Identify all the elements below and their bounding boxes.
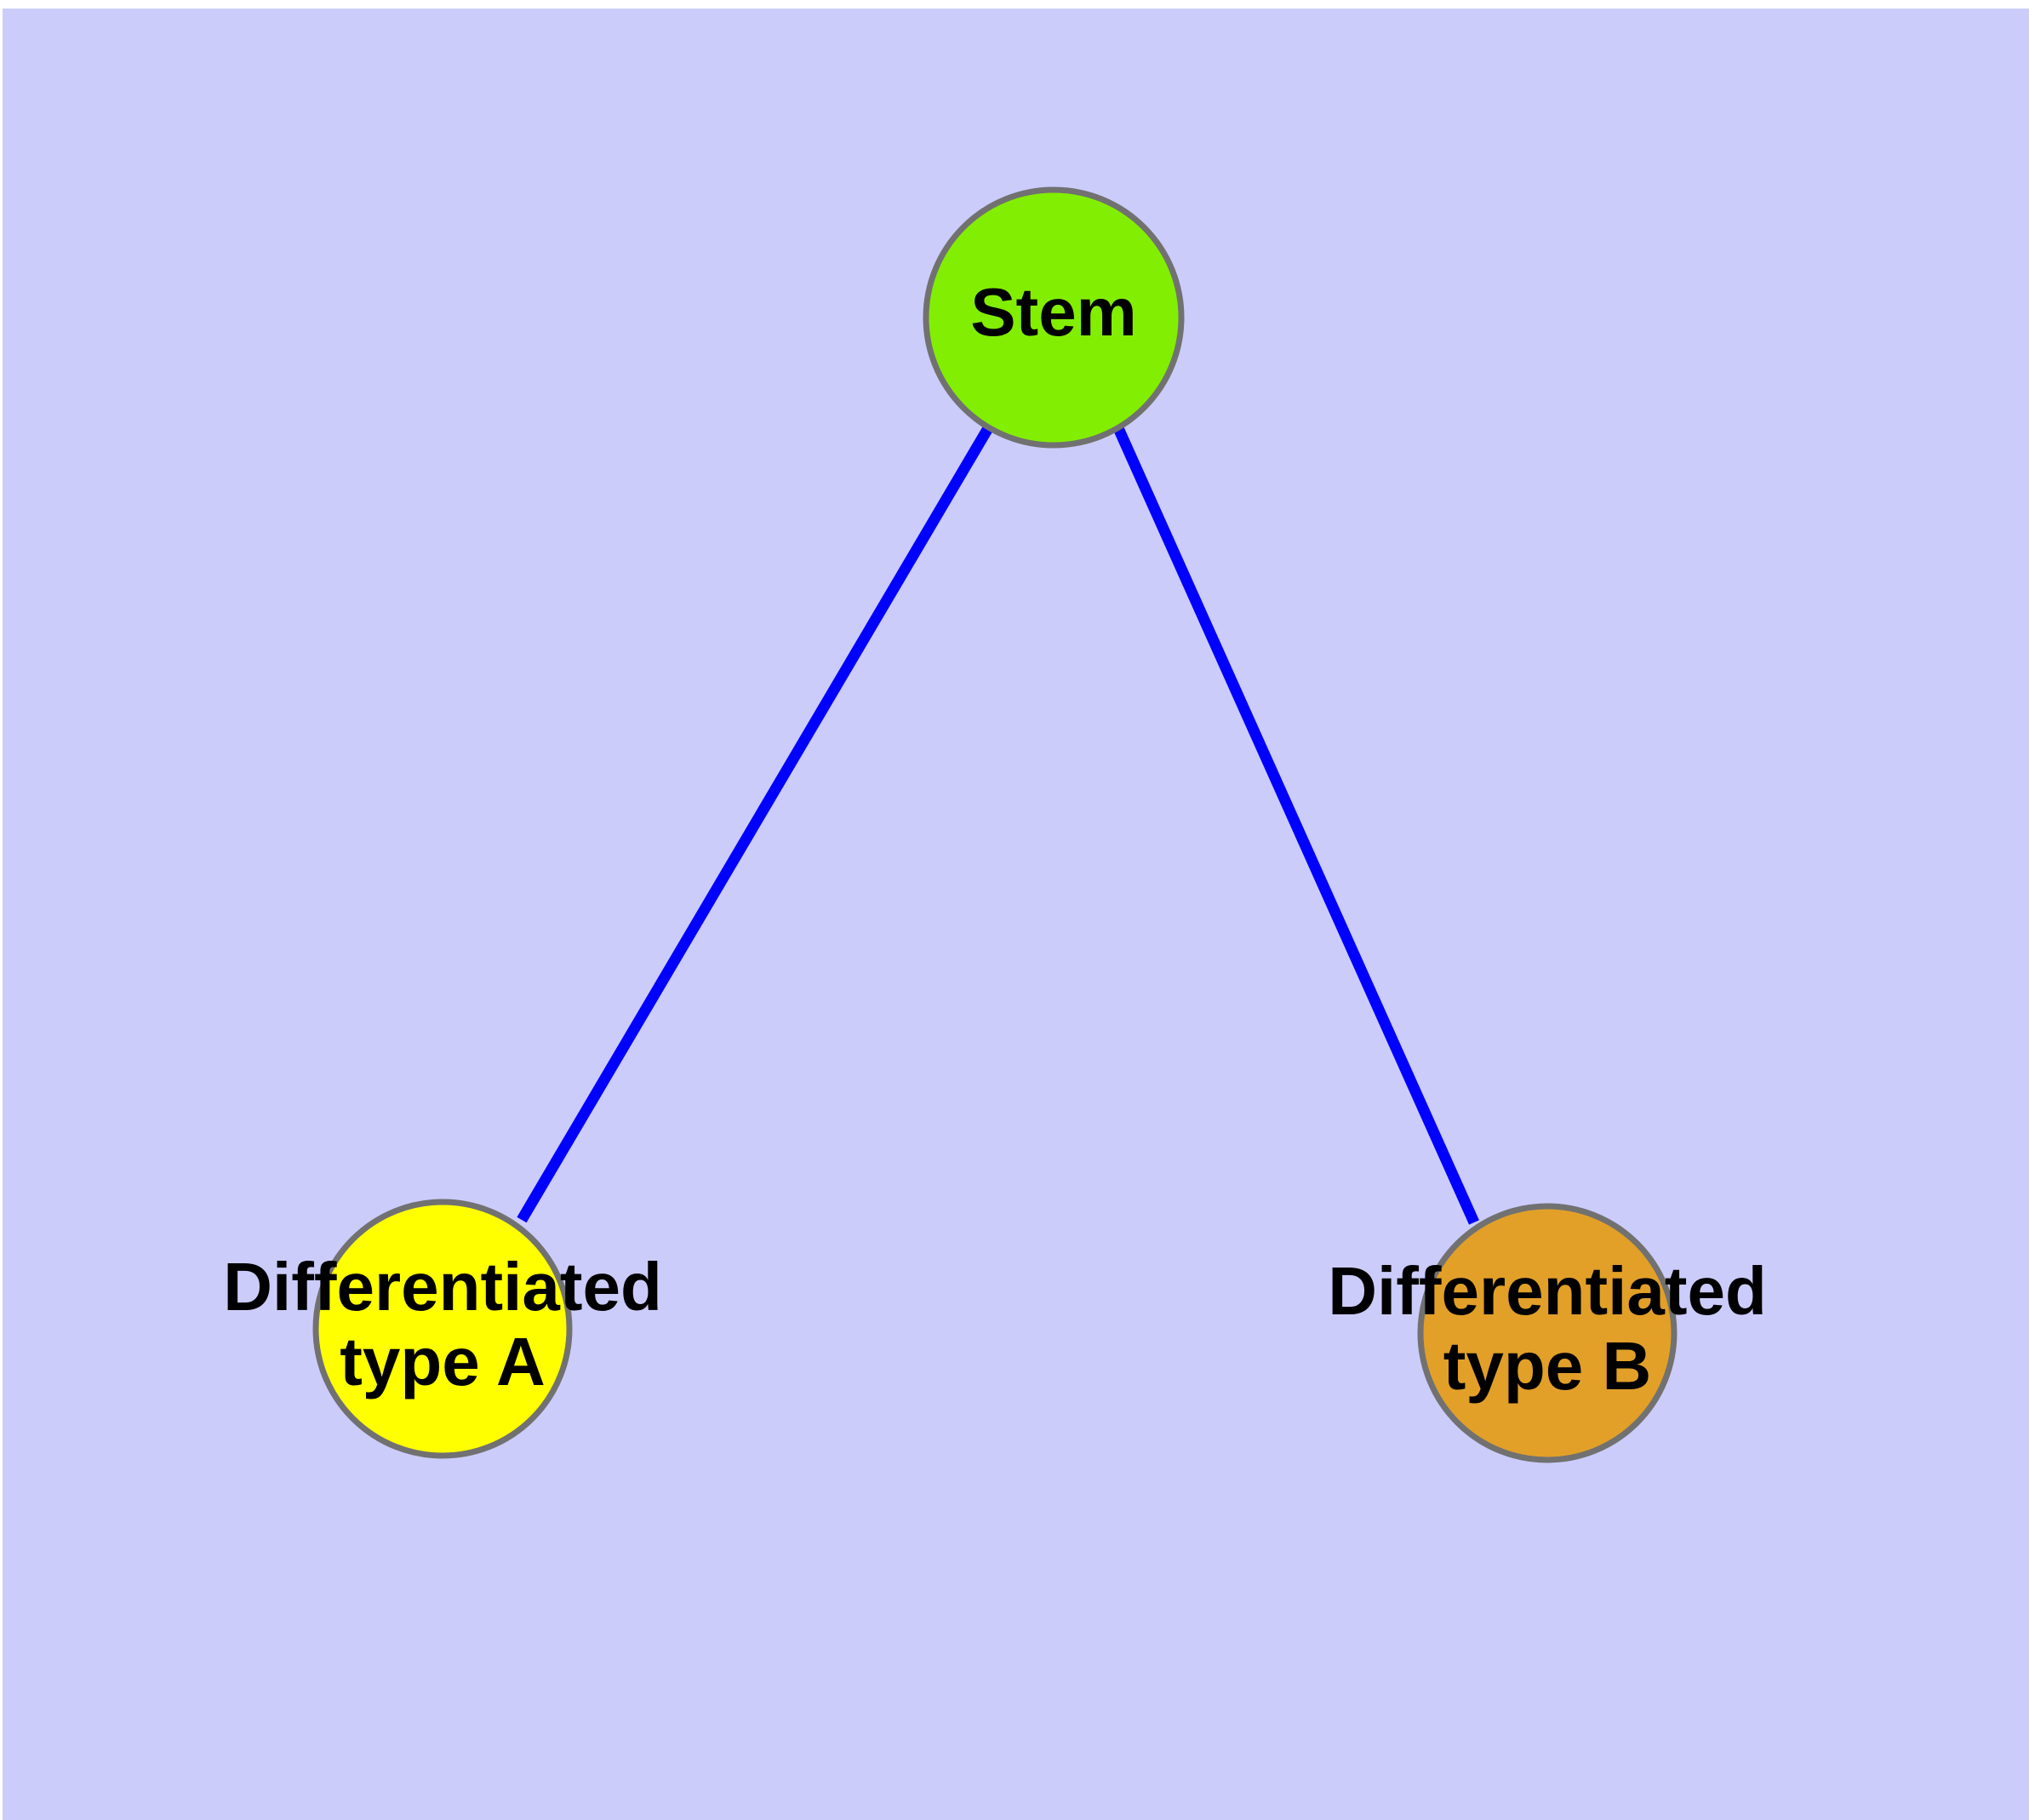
node-differentiated-type-b[interactable]: Differentiated type B [1328, 1203, 1767, 1463]
node-differentiated-type-b-label-line-1: Differentiated [1328, 1253, 1767, 1329]
node-differentiated-type-a-label-line-1: Differentiated [223, 1249, 662, 1325]
node-stem-label-line-1: Stem [970, 274, 1137, 350]
node-differentiated-type-a-label-line-2: type A [340, 1324, 546, 1399]
edge-stem-to-differentiated-type-b [1113, 426, 1479, 1225]
node-differentiated-type-b-circle[interactable] [1417, 1203, 1677, 1463]
node-differentiated-type-b-label-line-2: type B [1443, 1328, 1652, 1404]
node-stem-circle[interactable] [923, 186, 1185, 449]
edge-layer [517, 425, 1479, 1225]
node-differentiated-type-a-circle[interactable] [312, 1199, 573, 1459]
edge-stem-to-differentiated-type-a [517, 425, 993, 1223]
node-differentiated-type-a[interactable]: Differentiated type A [223, 1199, 662, 1459]
node-stem[interactable]: Stem [923, 186, 1185, 449]
